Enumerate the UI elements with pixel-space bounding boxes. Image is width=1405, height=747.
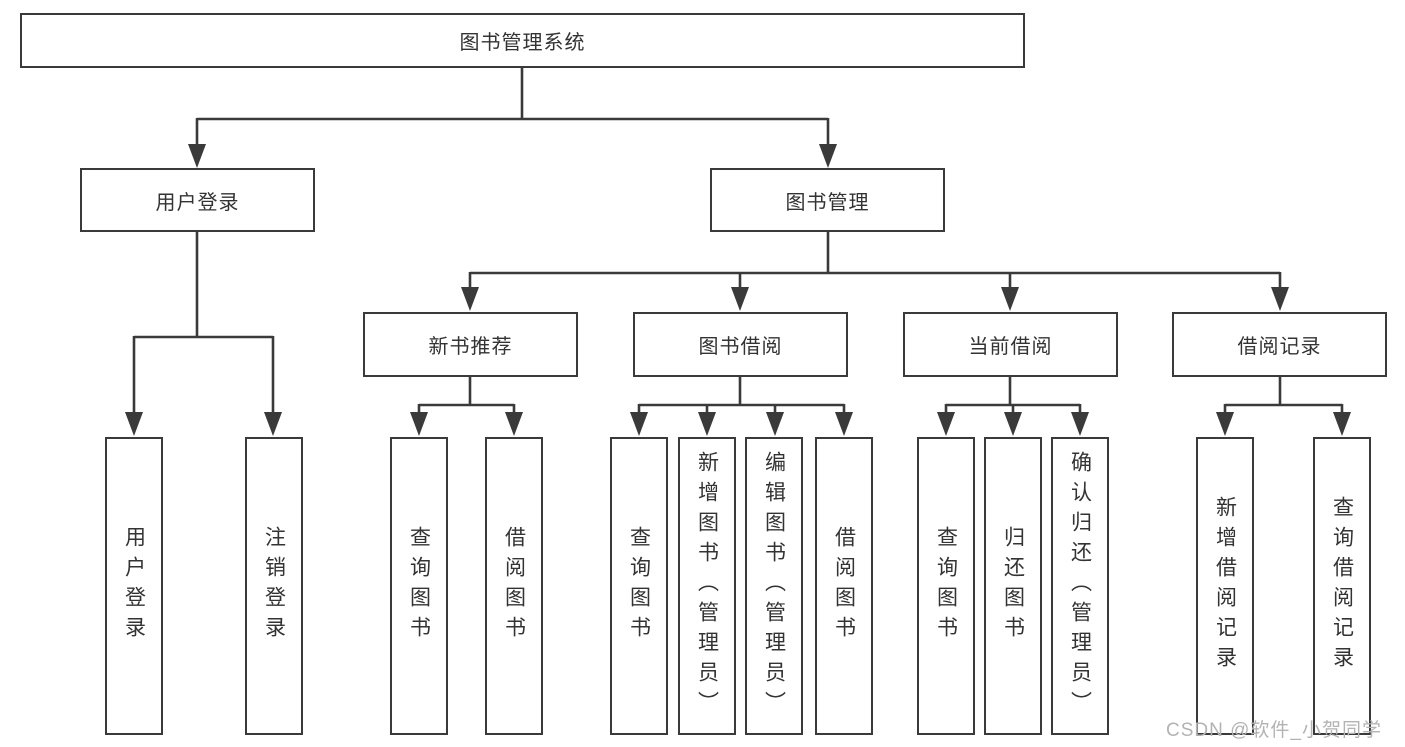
arrow-down-icon	[1071, 412, 1089, 436]
arrow-down-icon	[410, 412, 428, 436]
node-label: 图书管理系统	[459, 32, 586, 54]
arrow-down-icon	[766, 412, 784, 436]
arrow-down-icon	[819, 144, 837, 168]
leaf-label: 查询借阅记录	[1330, 496, 1354, 676]
leaf-label: 借阅图书	[502, 526, 526, 646]
arrow-down-icon	[630, 412, 648, 436]
csdn-watermark: CSDN @软件_小贺同学	[1166, 720, 1382, 741]
leaf-confirm-return-admin: 确认归还（管理员）	[1051, 437, 1109, 735]
arrow-down-icon	[835, 412, 853, 436]
leaf-label: 新增图书（管理员）	[695, 451, 719, 721]
node-label: 新书推荐	[428, 336, 513, 358]
leaf-label: 归还图书	[1001, 526, 1025, 646]
connector-book-borrowing-to-leaves	[630, 377, 853, 436]
node-label: 用户登录	[155, 191, 240, 214]
connector-new-book-rec-to-leaves	[410, 377, 523, 436]
leaf-label: 编辑图书（管理员）	[762, 451, 786, 721]
node-label: 借阅记录	[1237, 336, 1322, 358]
connector-current-borrowing-to-leaves	[937, 377, 1089, 436]
leaf-label: 查询图书	[627, 526, 651, 646]
leaf-label: 新增借阅记录	[1213, 496, 1237, 676]
arrow-down-icon	[125, 412, 143, 436]
node-book-borrowing: 图书借阅	[633, 312, 848, 377]
node-new-book-recommendation: 新书推荐	[363, 312, 578, 377]
node-label: 图书借阅	[698, 336, 783, 358]
node-label: 图书管理	[785, 191, 870, 214]
arrow-down-icon	[461, 287, 479, 311]
connector-user-login-to-leaves	[125, 232, 282, 436]
node-label: 当前借阅	[968, 336, 1053, 358]
arrow-down-icon	[1216, 412, 1234, 436]
leaf-borrow-books: 借阅图书	[485, 437, 543, 735]
arrow-down-icon	[1333, 412, 1351, 436]
leaf-add-borrow-record: 新增借阅记录	[1196, 437, 1254, 735]
leaf-user-login: 用户登录	[105, 437, 163, 735]
leaf-query-books-3: 查询图书	[917, 437, 975, 735]
arrow-down-icon	[937, 412, 955, 436]
leaf-label: 用户登录	[122, 526, 146, 646]
arrow-down-icon	[264, 412, 282, 436]
leaf-label: 确认归还（管理员）	[1068, 451, 1092, 721]
leaf-label: 查询图书	[407, 526, 431, 646]
node-current-borrowing: 当前借阅	[903, 312, 1118, 377]
leaf-edit-books-admin: 编辑图书（管理员）	[745, 437, 803, 735]
arrow-down-icon	[698, 412, 716, 436]
arrow-down-icon	[188, 144, 206, 168]
leaf-query-books: 查询图书	[390, 437, 448, 735]
leaf-label: 查询图书	[934, 526, 958, 646]
leaf-query-borrow-record: 查询借阅记录	[1313, 437, 1371, 735]
arrow-down-icon	[731, 287, 749, 311]
leaf-borrow-books-2: 借阅图书	[815, 437, 873, 735]
arrow-down-icon	[505, 412, 523, 436]
arrow-down-icon	[1001, 287, 1019, 311]
leaf-logout: 注销登录	[245, 437, 303, 735]
arrow-down-icon	[1271, 287, 1289, 311]
leaf-label: 借阅图书	[832, 526, 856, 646]
connector-book-management-to-level3	[461, 232, 1289, 311]
node-library-management-system: 图书管理系统	[20, 13, 1025, 68]
node-book-management: 图书管理	[710, 168, 945, 232]
connector-root-to-level2	[188, 68, 837, 168]
leaf-return-books: 归还图书	[984, 437, 1042, 735]
connector-borrow-records-to-leaves	[1216, 377, 1351, 436]
leaf-add-books-admin: 新增图书（管理员）	[678, 437, 736, 735]
node-borrowing-records: 借阅记录	[1172, 312, 1387, 377]
leaf-label: 注销登录	[262, 526, 286, 646]
leaf-query-books-2: 查询图书	[610, 437, 668, 735]
node-user-login: 用户登录	[80, 168, 315, 232]
arrow-down-icon	[1004, 412, 1022, 436]
